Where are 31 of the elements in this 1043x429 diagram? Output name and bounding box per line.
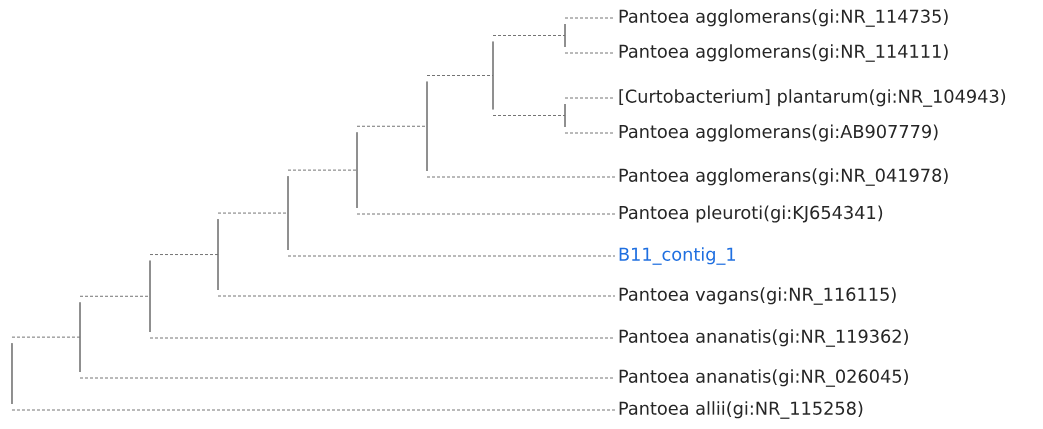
leaf-label: Pantoea ananatis(gi:NR_119362) bbox=[619, 329, 908, 347]
leaf-label: B11_contig_1 bbox=[619, 247, 735, 265]
branch-line bbox=[287, 169, 357, 171]
branch-line bbox=[149, 337, 616, 339]
branch-line bbox=[11, 336, 80, 338]
branch-line bbox=[492, 115, 565, 116]
leaf-label: Pantoea ananatis(gi:NR_026045) bbox=[619, 369, 908, 387]
branch-line bbox=[287, 255, 616, 257]
branch-line bbox=[217, 212, 288, 214]
leaf-label: Pantoea agglomerans(gi:NR_114111) bbox=[619, 44, 948, 62]
branch-line bbox=[217, 295, 616, 297]
branch-line bbox=[564, 52, 616, 54]
branch-line bbox=[426, 75, 493, 76]
branch-line bbox=[11, 409, 616, 411]
branch-line bbox=[492, 35, 565, 36]
branch-line bbox=[356, 125, 427, 127]
branch-line bbox=[79, 377, 616, 379]
leaf-label: Pantoea agglomerans(gi:NR_114735) bbox=[619, 9, 948, 27]
branch-line bbox=[426, 176, 616, 178]
leaf-label: Pantoea vagans(gi:NR_116115) bbox=[619, 287, 896, 305]
branch-line bbox=[356, 213, 616, 215]
branch-line bbox=[149, 254, 218, 255]
branch-line bbox=[564, 132, 616, 134]
leaf-label: Pantoea agglomerans(gi:AB907779) bbox=[619, 124, 938, 142]
branch-line bbox=[564, 17, 616, 19]
leaf-label: Pantoea pleuroti(gi:KJ654341) bbox=[619, 205, 883, 223]
leaf-label: Pantoea allii(gi:NR_115258) bbox=[619, 401, 863, 419]
leaf-label: [Curtobacterium] plantarum(gi:NR_104943) bbox=[619, 89, 1006, 107]
branch-line bbox=[564, 97, 616, 99]
leaf-label: Pantoea agglomerans(gi:NR_041978) bbox=[619, 168, 948, 186]
branch-line bbox=[79, 295, 150, 297]
